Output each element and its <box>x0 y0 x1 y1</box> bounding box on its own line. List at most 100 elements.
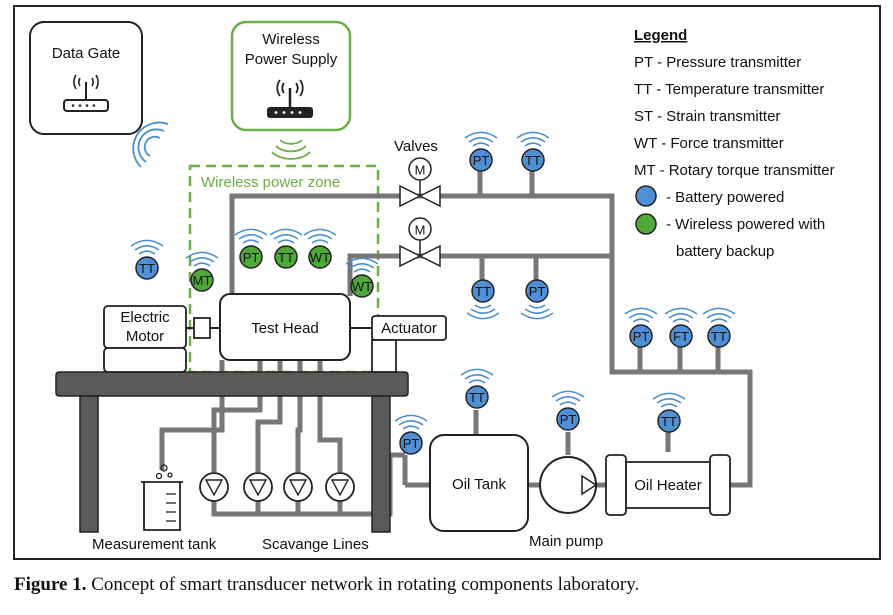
pt-sensor[interactable]: PT <box>624 307 658 348</box>
sensor-label: PT <box>243 250 260 265</box>
wireless-power-label-line1: Wireless <box>262 31 320 48</box>
sensor-body <box>399 431 423 455</box>
wireless-signal-icon <box>664 307 698 323</box>
sensor-body <box>350 274 374 298</box>
legend-item-tt: TT - Temperature transmitter <box>634 81 824 98</box>
legend-wireless-label-line1: - Wireless powered with <box>666 216 825 233</box>
ft-sensor[interactable]: FT <box>664 307 698 348</box>
measurement-tank-label: Measurement tank <box>92 536 217 553</box>
wireless-power-zone-label: Wireless power zone <box>201 174 340 191</box>
tt-sensor[interactable]: TT <box>516 131 550 172</box>
test-head-label: Test Head <box>251 320 319 337</box>
sensor-body <box>471 279 495 303</box>
sensor-body <box>190 268 214 292</box>
sensor-label: PT <box>529 284 546 299</box>
data-gate-signal-icon <box>132 121 169 168</box>
wireless-signal-icon <box>702 307 736 323</box>
test-head: Test Head <box>219 293 351 361</box>
wireless-signal-icon <box>185 251 219 267</box>
actuator-label: Actuator <box>381 320 437 337</box>
figure-frame <box>13 5 881 560</box>
tt-sensor[interactable]: TT <box>460 368 494 409</box>
wireless-signal-icon <box>520 304 554 320</box>
figure-caption-label: Figure 1. <box>14 574 87 595</box>
wireless-signal-icon <box>130 239 164 255</box>
sensor-body <box>239 245 263 269</box>
sensor-label: TT <box>525 153 541 168</box>
sensor-label: PT <box>473 153 490 168</box>
legend-title: Legend <box>634 27 687 44</box>
sensor-label: WT <box>310 250 330 265</box>
tt-sensor[interactable]: TT <box>269 228 303 269</box>
valves-label: Valves <box>394 138 438 155</box>
wireless-signal-icon <box>394 414 428 430</box>
wireless-power-supply: Wireless Power Supply <box>230 20 352 132</box>
legend-battery-label: - Battery powered <box>666 189 784 206</box>
pt-sensor[interactable]: PT <box>551 390 585 431</box>
wireless-power-signal-icon <box>271 139 311 160</box>
wireless-signal-icon <box>234 228 268 244</box>
sensor-label: WT <box>352 279 372 294</box>
sensor-label: FT <box>673 329 689 344</box>
figure-caption-text: Concept of smart transducer network in r… <box>91 574 640 595</box>
legend-item-wt: WT - Force transmitter <box>634 135 784 152</box>
main-pump-label: Main pump <box>529 533 603 550</box>
sensor-body <box>521 148 545 172</box>
sensor-body <box>274 245 298 269</box>
data-gate: Data Gate <box>29 21 143 135</box>
pt-sensor[interactable]: PT <box>520 279 554 320</box>
sensor-label: PT <box>560 412 577 427</box>
router-icon <box>267 79 313 118</box>
sensor-body <box>669 324 693 348</box>
wireless-signal-icon <box>464 131 498 147</box>
wireless-signal-icon <box>551 390 585 406</box>
electric-motor-label-line2: Motor <box>126 328 164 345</box>
pt-sensor[interactable]: PT <box>394 414 428 455</box>
wireless-signal-icon <box>345 257 379 273</box>
legend: Legend PT - Pressure transmitter TT - Te… <box>634 27 835 260</box>
router-icon <box>63 74 109 112</box>
legend-item-mt: MT - Rotary torque transmitter <box>634 162 835 179</box>
oil-heater-label: Oil Heater <box>634 477 702 494</box>
valve-lower[interactable]: M <box>399 217 441 268</box>
legend-battery-swatch <box>635 185 657 207</box>
wireless-signal-icon <box>652 392 686 408</box>
valve-upper[interactable]: M <box>399 157 441 208</box>
sensor-label: TT <box>711 329 727 344</box>
sensor-body <box>465 385 489 409</box>
wt-sensor[interactable]: WT <box>345 257 379 298</box>
figure-caption: Figure 1. Concept of smart transducer ne… <box>14 574 874 596</box>
sensor-body <box>525 279 549 303</box>
data-gate-label: Data Gate <box>52 45 120 62</box>
oil-tank: Oil Tank <box>429 434 529 532</box>
tt-sensor[interactable]: TT <box>702 307 736 348</box>
torque-coupling <box>193 317 211 339</box>
main-pump <box>539 456 598 514</box>
oil-tank-label: Oil Tank <box>452 476 506 493</box>
sensor-label: TT <box>475 284 491 299</box>
legend-item-pt: PT - Pressure transmitter <box>634 54 801 71</box>
sensor-body <box>556 407 580 431</box>
mt-sensor[interactable]: MT <box>185 251 219 292</box>
tt-sensor[interactable]: TT <box>652 392 686 433</box>
scavenge-pumps <box>199 472 355 502</box>
pt-sensor[interactable]: PT <box>464 131 498 172</box>
sensor-body <box>469 148 493 172</box>
electric-motor: Electric Motor <box>103 305 187 373</box>
electric-motor-label-line1: Electric <box>120 309 170 326</box>
tt-sensor[interactable]: TT <box>130 239 164 280</box>
sensor-body <box>308 245 332 269</box>
sensor-label: TT <box>139 261 155 276</box>
tt-sensor[interactable]: TT <box>466 279 500 320</box>
test-bench-table <box>55 371 409 533</box>
pipe-network <box>159 170 753 517</box>
legend-item-st: ST - Strain transmitter <box>634 108 780 125</box>
sensor-body <box>135 256 159 280</box>
valve-motor-label: M <box>415 163 426 178</box>
wireless-power-label-line2: Power Supply <box>245 51 338 68</box>
wireless-signal-icon <box>624 307 658 323</box>
sensor-layer: PT TT TT PT TT MT PT TT WT WT PT FT TT TT PT TT PT <box>130 131 736 455</box>
pt-sensor[interactable]: PT <box>234 228 268 269</box>
wt-sensor[interactable]: WT <box>303 228 337 269</box>
